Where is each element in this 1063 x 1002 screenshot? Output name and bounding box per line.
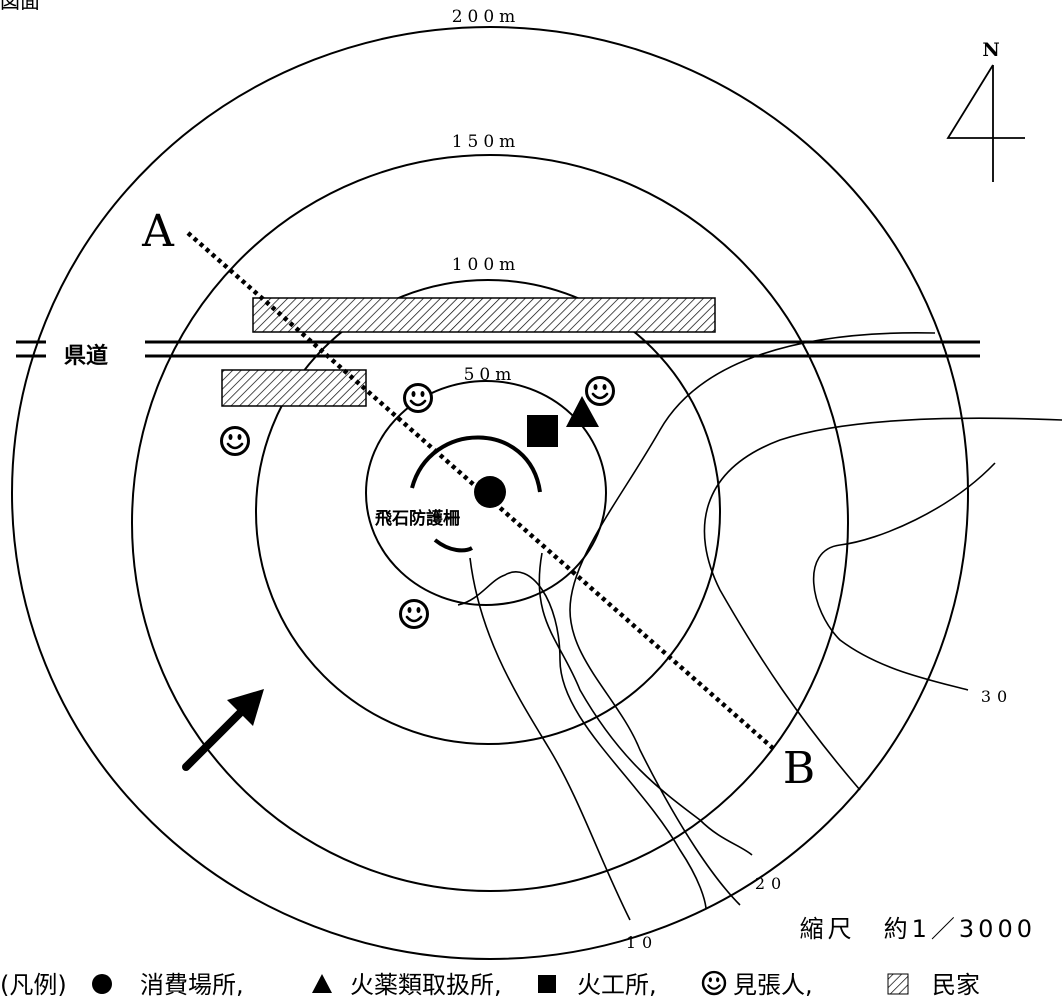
contour-label-10: 10 bbox=[626, 933, 658, 952]
legend-label-lookout: 見張人, bbox=[733, 971, 813, 999]
consumption-site-icon bbox=[474, 476, 506, 508]
legend: (凡例) 消費場所, 火薬類取扱所, 火工所, 見張人, 民家 bbox=[0, 970, 980, 999]
ring-label-100m: 100m bbox=[452, 255, 521, 275]
fence-label: 飛石防護柵 bbox=[374, 508, 460, 529]
legend-triangle-icon bbox=[312, 974, 332, 993]
protective-fence bbox=[410, 435, 542, 553]
ring-label-150m: 150m bbox=[452, 132, 521, 152]
contour-lines bbox=[457, 332, 1063, 921]
house-north bbox=[252, 297, 716, 333]
legend-label-fuse: 火工所, bbox=[577, 971, 657, 999]
section-label-a: A bbox=[141, 206, 175, 257]
legend-open: (凡例) bbox=[0, 971, 67, 999]
legend-label-house: 民家 bbox=[932, 971, 980, 999]
lookout-icon bbox=[220, 426, 250, 456]
ring-100m bbox=[255, 279, 721, 745]
ring-200m bbox=[11, 26, 969, 960]
contour-label-30: 30 bbox=[981, 687, 1013, 706]
lookout-icon bbox=[403, 383, 433, 413]
house-west bbox=[221, 369, 367, 407]
north-arrow-icon bbox=[946, 64, 1025, 182]
legend-hatch-icon bbox=[887, 973, 909, 995]
corner-label: 図面 bbox=[0, 0, 40, 13]
direction-arrow-icon bbox=[182, 689, 264, 771]
ring-150m bbox=[131, 154, 849, 892]
contour-label-20: 20 bbox=[755, 874, 787, 893]
scale-label: 縮尺 約1／3000 bbox=[800, 915, 1036, 943]
lookout-icon bbox=[585, 376, 615, 406]
legend-smiley-icon bbox=[701, 970, 727, 996]
prefectural-road bbox=[16, 340, 980, 358]
ring-label-50m: 50m bbox=[464, 365, 517, 385]
section-line bbox=[186, 231, 777, 752]
legend-label-consumption: 消費場所, bbox=[140, 971, 244, 999]
ring-50m bbox=[365, 380, 607, 606]
section-label-b: B bbox=[783, 743, 815, 794]
legend-label-handling: 火薬類取扱所, bbox=[350, 971, 502, 999]
lookout-icon bbox=[399, 599, 429, 629]
ring-label-200m: 200m bbox=[452, 7, 521, 27]
road-label: 県道 bbox=[64, 343, 108, 369]
north-label: N bbox=[982, 39, 999, 61]
distance-rings bbox=[11, 26, 969, 960]
legend-square-icon bbox=[538, 975, 556, 993]
legend-circle-icon bbox=[92, 974, 112, 994]
fuse-site-icon bbox=[527, 415, 558, 447]
explosives-handling-site-icon bbox=[566, 396, 599, 427]
